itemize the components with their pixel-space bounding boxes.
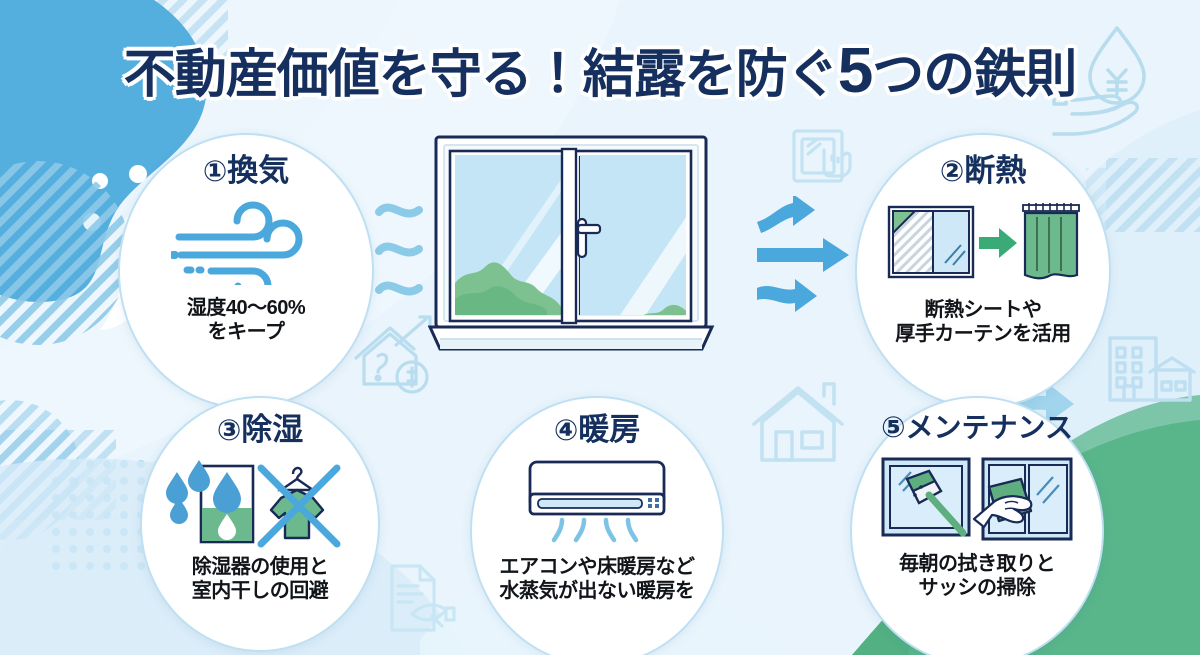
tip-title-2: 断熱 [964,153,1027,188]
squeegee-wipe-window-icon [877,451,1077,547]
tip-title-4: 暖房 [578,412,641,447]
airflow-waves [375,196,431,311]
tip-title-5: メンテナンス [905,412,1073,443]
wavy-airflow-lines-icon [375,203,423,296]
house-outline-icon [752,382,844,462]
dehumidifier-no-indoor-drying-icon [165,452,355,548]
tip-number-2: ② [939,156,965,188]
building-and-house-icon [1108,336,1196,402]
tip-title-1: 換気 [227,153,290,188]
tip-number-1: ① [202,156,228,188]
tip-circle-dehumidify[interactable]: ③除湿 [140,396,380,652]
tip-heading-1: ①換気 [203,155,290,187]
tip-number-5: ⑤ [880,412,906,444]
tip-heading-3: ③除湿 [217,414,304,446]
tip-circle-ventilation[interactable]: ①換気 湿度40〜60% をキープ [118,133,374,409]
page-title: 不動産価値を守る！結露を防ぐ5つの鉄則 [123,32,1078,107]
tip-title-3: 除湿 [241,412,304,447]
tip-heading-4: ④暖房 [554,414,641,446]
tip-caption-1: 湿度40〜60% をキープ [186,297,306,343]
double-casement-window-icon [427,135,715,351]
wind-icon [171,199,321,285]
tip-number-4: ④ [553,415,579,447]
airflow-arrows-right-icon [757,194,849,312]
tip-circle-heating[interactable]: ④暖房 エアコンや床暖房など 水蒸気が出ない暖房を [470,396,724,655]
tip-heading-5: ⑤メンテナンス [881,414,1073,443]
center-window-illustration [427,133,758,388]
tip-number-3: ③ [216,415,242,447]
title-part2: つの鉄則 [872,46,1077,104]
title-block: 不動産価値を守る！結露を防ぐ5つの鉄則 [0,32,1200,107]
tip-caption-4: エアコンや床暖房など 水蒸気が出ない暖房を [499,556,696,602]
insulation-sheet-curtain-icon [883,195,1083,287]
tip-caption-2: 断熱シートや 厚手カーテンを活用 [895,299,1071,345]
airflow-arrows [755,194,865,321]
tip-circle-maintenance[interactable]: ⑤メンテナンス [850,396,1104,655]
tip-heading-2: ②断熱 [940,155,1027,187]
window-touch-hand-icon [792,129,852,183]
title-number: 5 [837,34,874,106]
air-conditioner-icon [522,456,672,546]
tip-circle-insulation[interactable]: ②断熱 [855,133,1111,409]
tip-caption-5: 毎朝の拭き取りと サッシの掃除 [899,553,1056,599]
title-part1: 不動産価値を守る！結露を防ぐ [123,46,839,104]
tip-caption-3: 除湿器の使用と 室内干しの回避 [191,556,329,602]
house-growth-arrow-dollar-icon [354,315,432,394]
document-cleaning-icon [390,564,456,632]
